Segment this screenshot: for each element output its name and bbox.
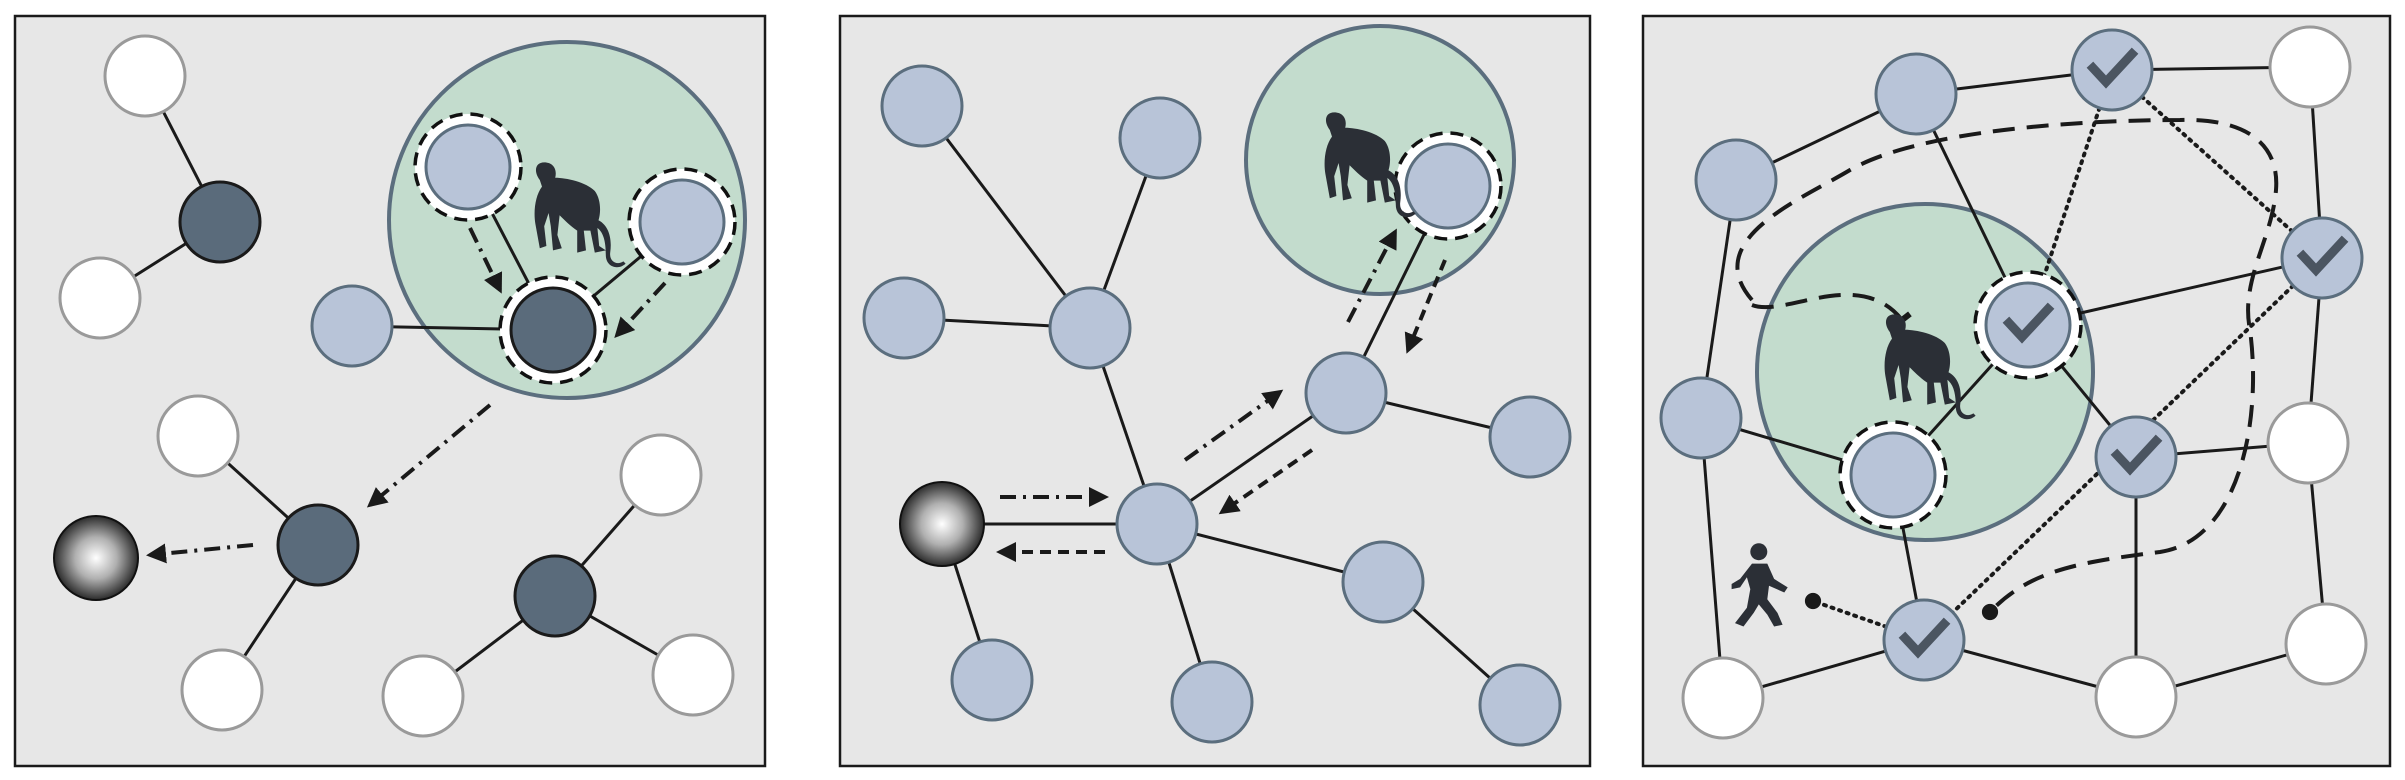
node-empty bbox=[58, 256, 142, 340]
node-empty bbox=[619, 433, 703, 517]
check-icon bbox=[2002, 302, 2055, 344]
node-empty bbox=[651, 633, 735, 717]
node-blue bbox=[1115, 482, 1199, 566]
panel-right bbox=[1641, 14, 2392, 768]
node-empty bbox=[2268, 25, 2352, 109]
node-blue bbox=[424, 123, 512, 211]
node-blue bbox=[1874, 52, 1958, 136]
node-blue bbox=[1118, 96, 1202, 180]
check-icon bbox=[2110, 434, 2163, 476]
node-checked bbox=[2094, 415, 2178, 499]
panel-middle bbox=[838, 14, 1592, 768]
approach-path bbox=[1751, 292, 1912, 329]
node-dark bbox=[178, 180, 262, 264]
node-empty bbox=[381, 654, 465, 738]
nodes bbox=[862, 64, 1572, 747]
panel-left bbox=[13, 14, 767, 768]
node-blue bbox=[950, 638, 1034, 722]
walking-route-path bbox=[1735, 117, 2279, 621]
node-checked bbox=[2280, 216, 2364, 300]
node-empty bbox=[103, 34, 187, 118]
node-blue bbox=[1404, 142, 1492, 230]
node-blue bbox=[1304, 351, 1388, 435]
node-blue bbox=[1659, 376, 1743, 460]
node-dark bbox=[276, 503, 360, 587]
node-blue bbox=[1048, 286, 1132, 370]
node-empty bbox=[2094, 655, 2178, 739]
node-checked bbox=[1973, 270, 2083, 380]
node-dark bbox=[509, 286, 597, 374]
node-blue bbox=[862, 276, 946, 360]
node-blue bbox=[1478, 663, 1562, 747]
node-empty bbox=[2266, 401, 2350, 485]
node-checked bbox=[2070, 28, 2154, 112]
node-dark bbox=[513, 554, 597, 638]
check-icon bbox=[2086, 47, 2139, 89]
nodes bbox=[1659, 25, 2368, 740]
check-icon bbox=[2296, 235, 2349, 277]
arrows bbox=[146, 227, 667, 564]
node-checked bbox=[1882, 598, 1966, 682]
nodes bbox=[53, 34, 737, 738]
arrows bbox=[996, 228, 1447, 562]
node-blue bbox=[310, 284, 394, 368]
node-empty bbox=[1681, 656, 1765, 740]
node-blue bbox=[1694, 138, 1778, 222]
node-blue bbox=[1341, 540, 1425, 624]
node-blue bbox=[638, 178, 726, 266]
pathogen-sphere-icon bbox=[53, 515, 139, 601]
node-empty bbox=[156, 394, 240, 478]
node-blue bbox=[1170, 660, 1254, 744]
node-blue bbox=[1849, 431, 1937, 519]
node-empty bbox=[2284, 602, 2368, 686]
check-icon bbox=[1898, 617, 1951, 659]
pathogen-sphere-icon bbox=[899, 481, 985, 567]
node-empty bbox=[180, 648, 264, 732]
node-blue bbox=[1488, 395, 1572, 479]
node-blue bbox=[880, 64, 964, 148]
